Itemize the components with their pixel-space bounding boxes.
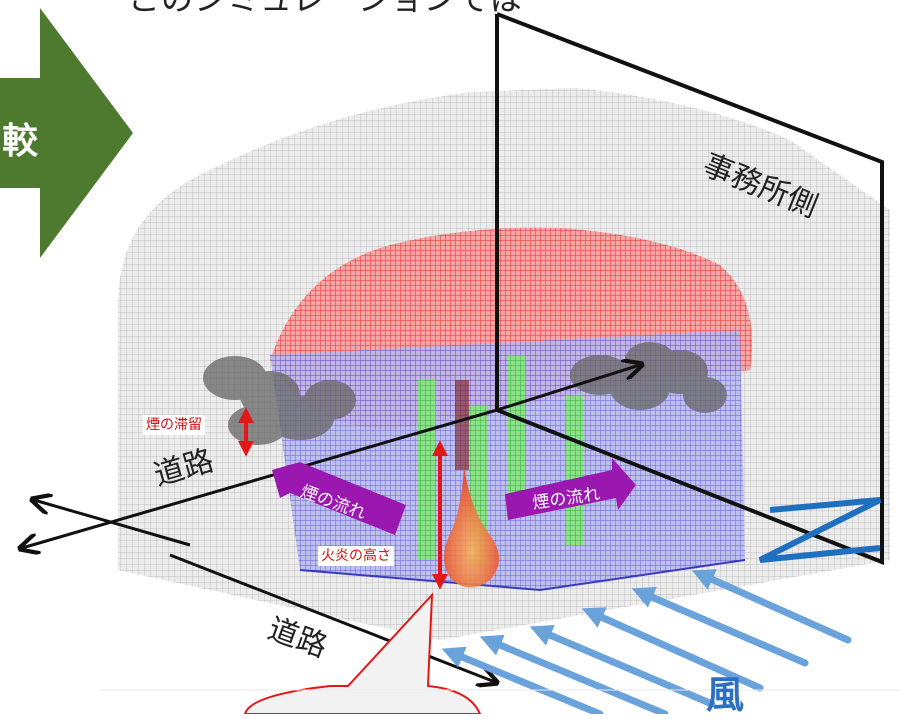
smoke-cloud-icon (203, 342, 727, 445)
smoke-flow-arrow-left (272, 462, 406, 535)
smoke-stay-label: 煙の滞留 (143, 415, 205, 435)
wind-label: 風 (706, 673, 745, 717)
flame-icon (444, 465, 499, 588)
smoke-flow-arrow-right (505, 458, 636, 520)
road-axis-left-upper (34, 500, 191, 547)
right-arrow-icon (0, 8, 133, 258)
compare-arrow-label: 較 (2, 121, 39, 162)
top-caption: このシミュレーションでは (128, 0, 523, 20)
green-columns (418, 355, 583, 565)
wind-arrow-icon (441, 569, 852, 714)
road-axis-bottom (169, 553, 495, 682)
zigzag-wind-arrow (758, 497, 882, 563)
office-wall-frame (496, 12, 884, 565)
speech-bubble-icon (243, 592, 482, 714)
road-axis-left (22, 408, 498, 548)
road-axis-right (496, 365, 640, 412)
flame-height-label: 火炎の高さ (318, 546, 394, 566)
